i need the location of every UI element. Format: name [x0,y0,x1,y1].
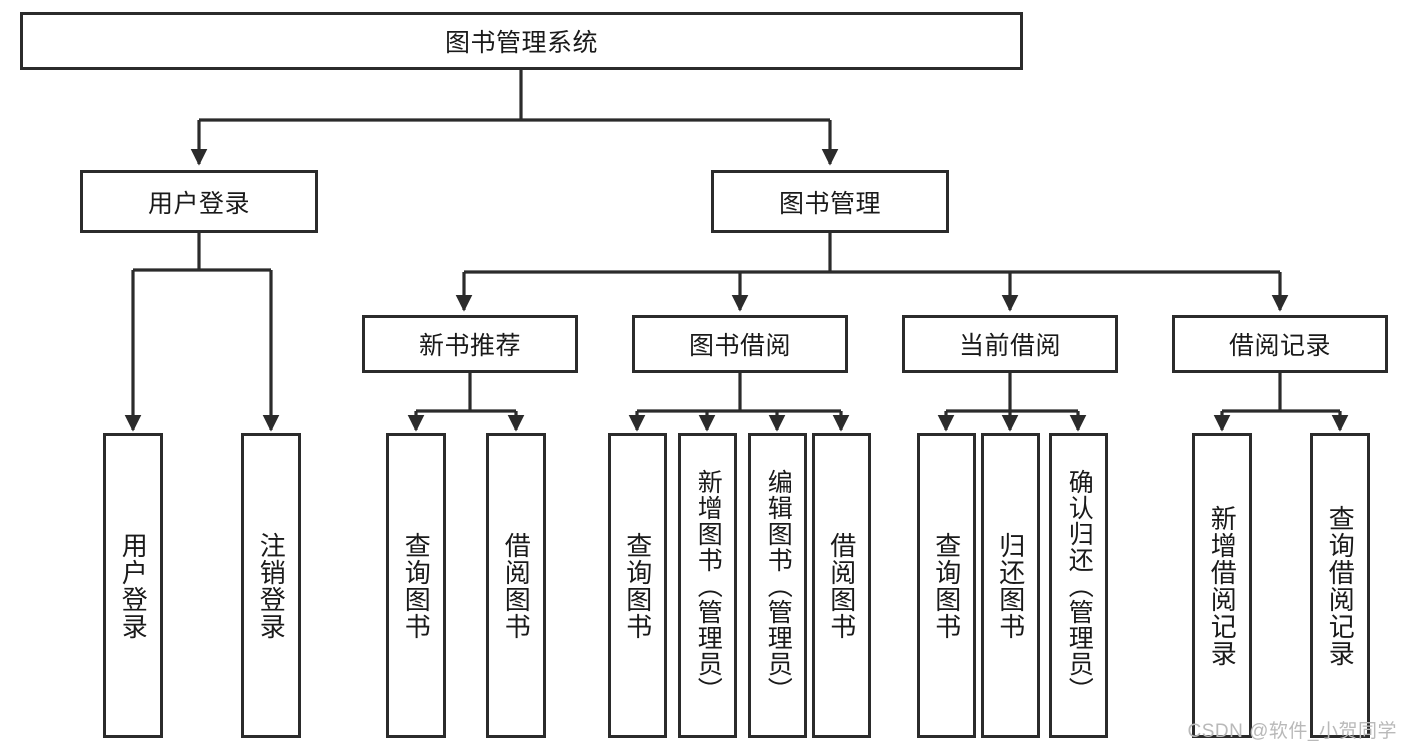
node-leaf-borrow-book-2-label: 借阅图书 [826,531,857,640]
node-leaf-user-login[interactable]: 用户登录 [103,433,163,738]
csdn-watermark: CSDN @软件_小贺同学 [1187,721,1397,742]
node-root[interactable]: 图书管理系统 [20,12,1023,70]
node-user-login[interactable]: 用户登录 [80,170,318,233]
node-leaf-logout-label: 注销登录 [256,531,287,640]
node-current-borrow-label: 当前借阅 [958,332,1061,360]
node-leaf-borrow-book-1-label: 借阅图书 [501,531,532,640]
node-leaf-add-book-label: 新增图书（管理员） [694,468,723,703]
node-book-manage[interactable]: 图书管理 [711,170,949,233]
node-leaf-logout[interactable]: 注销登录 [241,433,301,738]
node-leaf-confirm-return[interactable]: 确认归还（管理员） [1049,433,1108,738]
node-book-manage-label: 图书管理 [778,189,881,218]
node-leaf-add-record-label: 新增借阅记录 [1207,504,1238,667]
node-leaf-query-record[interactable]: 查询借阅记录 [1310,433,1370,738]
node-leaf-return-book[interactable]: 归还图书 [981,433,1040,738]
node-leaf-user-login-label: 用户登录 [118,531,149,640]
node-leaf-query-book-3[interactable]: 查询图书 [917,433,976,738]
node-leaf-edit-book-label: 编辑图书（管理员） [764,468,793,703]
node-leaf-add-record[interactable]: 新增借阅记录 [1192,433,1252,738]
node-current-borrow[interactable]: 当前借阅 [902,315,1118,373]
node-borrow-record[interactable]: 借阅记录 [1172,315,1388,373]
node-leaf-borrow-book-2[interactable]: 借阅图书 [812,433,871,738]
node-leaf-confirm-return-label: 确认归还（管理员） [1065,468,1094,703]
node-leaf-add-book[interactable]: 新增图书（管理员） [678,433,737,738]
node-book-borrow-label: 图书借阅 [688,332,791,360]
node-borrow-record-label: 借阅记录 [1228,332,1331,360]
node-leaf-return-book-label: 归还图书 [995,531,1026,640]
node-leaf-query-book-2[interactable]: 查询图书 [608,433,667,738]
node-leaf-query-book-1[interactable]: 查询图书 [386,433,446,738]
node-leaf-query-book-1-label: 查询图书 [401,531,432,640]
node-root-label: 图书管理系统 [444,29,598,57]
node-leaf-borrow-book-1[interactable]: 借阅图书 [486,433,546,738]
node-leaf-query-book-3-label: 查询图书 [931,531,962,640]
node-new-book-rec-label: 新书推荐 [418,332,521,360]
node-leaf-edit-book[interactable]: 编辑图书（管理员） [748,433,807,738]
node-user-login-label: 用户登录 [147,189,250,218]
node-leaf-query-book-2-label: 查询图书 [622,531,653,640]
node-leaf-query-record-label: 查询借阅记录 [1325,504,1356,667]
node-new-book-rec[interactable]: 新书推荐 [362,315,578,373]
node-book-borrow[interactable]: 图书借阅 [632,315,848,373]
